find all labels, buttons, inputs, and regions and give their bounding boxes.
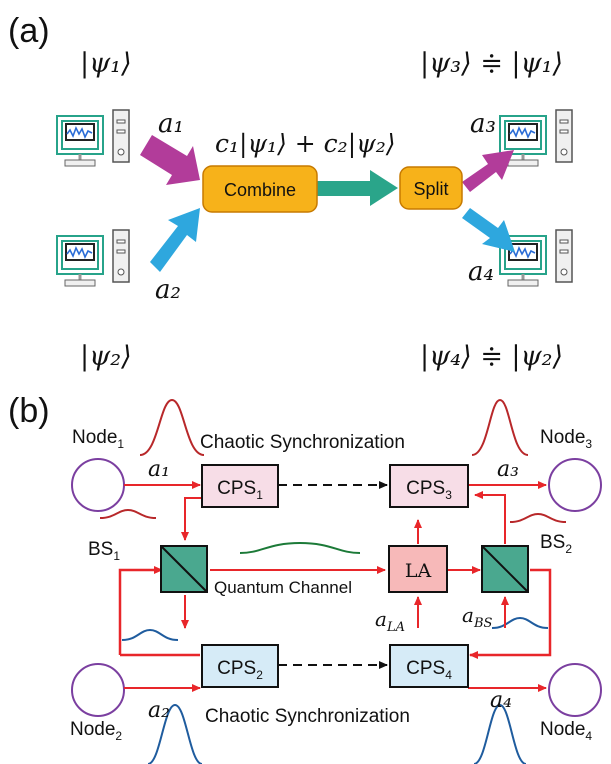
- computer-icon: [55, 108, 131, 168]
- quantum-channel-label: Quantum Channel: [214, 578, 352, 597]
- la-box: [388, 545, 448, 593]
- panel-b: (b): [8, 392, 602, 764]
- computer-icon: [55, 228, 131, 288]
- pulse-bs2-in: [509, 512, 567, 523]
- panel-a: (a) |ψ₁⟩ |ψ₃⟩ ≑ |ψ₁⟩ |ψ₂⟩ |ψ₄⟩ ≑ |ψ₂⟩ Co…: [8, 12, 574, 372]
- node-3-label: Node3: [540, 427, 592, 451]
- mode-a2-label: a₂: [155, 275, 181, 305]
- combine-box: [202, 165, 318, 213]
- la-label: LA: [405, 560, 432, 582]
- node-3: [548, 458, 602, 512]
- chaotic-sync-bottom-label: Chaotic Synchronization: [205, 706, 410, 727]
- pulse-node2: [147, 703, 203, 764]
- pulse-node3: [471, 398, 529, 456]
- node-4-label: Node4: [540, 719, 592, 743]
- panel-b-label: (b): [8, 392, 50, 430]
- pulse-node4: [473, 703, 527, 764]
- output-arrow-a3: [462, 150, 514, 192]
- state-psi2: |ψ₂⟩: [80, 341, 132, 372]
- split-label: Split: [413, 179, 448, 199]
- optical-paths: [118, 481, 552, 692]
- superposition-label: c₁|ψ₁⟩ + c₂|ψ₂⟩: [215, 129, 396, 159]
- mode-b-a1-label: a₁: [148, 457, 170, 482]
- cps-4-label: CPS4: [406, 658, 452, 682]
- bs-1-label: BS1: [88, 539, 120, 563]
- mode-a-bs-label: aBS: [462, 603, 492, 631]
- cps-3-box: [389, 464, 469, 508]
- cps-1-label: CPS1: [217, 478, 263, 502]
- pulse-node1: [139, 398, 205, 456]
- mode-a3-label: a₃: [470, 109, 496, 139]
- input-arrow-a1: [140, 135, 200, 185]
- node-2-label: Node2: [70, 719, 122, 743]
- state-psi3: |ψ₃⟩ ≑ |ψ₁⟩: [420, 48, 563, 79]
- mode-b-a2-label: a₂: [148, 698, 170, 723]
- mode-a4-label: a₄: [468, 257, 494, 287]
- panel-a-label: (a): [8, 12, 50, 50]
- beam-splitter-2-icon: [481, 545, 529, 593]
- node-1: [71, 458, 125, 512]
- mode-a1-label: a₁: [158, 109, 184, 139]
- cps-1-box: [201, 464, 279, 508]
- output-arrow-a4: [462, 208, 515, 252]
- pulse-cps4-in: [491, 616, 549, 629]
- cps-3-label: CPS3: [406, 478, 452, 502]
- node-2: [71, 663, 125, 717]
- computer-icon: [498, 228, 574, 288]
- chaotic-sync-top-label: Chaotic Synchronization: [200, 432, 405, 453]
- beam-splitter-1-icon: [160, 545, 208, 593]
- split-box: [399, 166, 463, 210]
- state-psi4: |ψ₄⟩ ≑ |ψ₂⟩: [420, 341, 563, 372]
- node-4: [548, 663, 602, 717]
- mode-b-a3-label: a₃: [497, 457, 519, 482]
- mode-b-a4-label: a₄: [490, 688, 512, 713]
- cps-2-box: [201, 644, 279, 688]
- node-1-label: Node1: [72, 427, 124, 451]
- cps-2-label: CPS2: [217, 658, 263, 682]
- combine-to-split-arrow: [316, 170, 398, 206]
- combine-label: Combine: [224, 180, 296, 200]
- pulse-cps2-in: [121, 628, 179, 641]
- state-psi1: |ψ₁⟩: [80, 48, 132, 79]
- cps-4-box: [389, 644, 469, 688]
- bs-2-label: BS2: [540, 532, 572, 556]
- pulse-bs1-in: [99, 508, 157, 519]
- pulse-quantum-channel: [239, 541, 361, 554]
- mode-a-la-label: aLA: [375, 607, 405, 635]
- input-arrow-a2: [150, 208, 200, 272]
